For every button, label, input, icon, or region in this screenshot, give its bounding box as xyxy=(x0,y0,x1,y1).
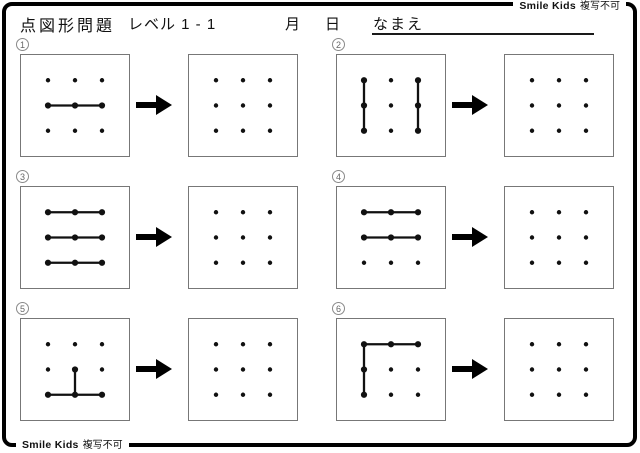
day-label: 日 xyxy=(325,16,341,33)
problem-number: 4 xyxy=(332,170,345,183)
answer-grid xyxy=(504,54,614,157)
arrow-icon xyxy=(452,359,488,379)
problem: 5 xyxy=(16,302,300,421)
arrow-icon xyxy=(136,95,172,115)
problem: 3 xyxy=(16,170,300,289)
question-grid xyxy=(336,186,446,289)
level-label: レベル 1 - 1 xyxy=(128,16,217,33)
copy-prohibited-notice: 複写不可 xyxy=(580,1,620,12)
name-label: なまえ xyxy=(373,16,425,33)
answer-grid xyxy=(188,186,298,289)
brand-name: Smile Kids xyxy=(22,439,79,451)
problem: 4 xyxy=(332,170,616,289)
answer-grid xyxy=(504,318,614,421)
month-label: 月 xyxy=(285,16,301,33)
name-underline xyxy=(372,20,594,35)
question-grid xyxy=(336,54,446,157)
answer-grid xyxy=(188,54,298,157)
problem: 6 xyxy=(332,302,616,421)
question-grid xyxy=(336,318,446,421)
brand-top: Smile Kids 複写不可 xyxy=(513,0,626,13)
arrow-icon xyxy=(136,227,172,247)
arrow-icon xyxy=(136,359,172,379)
answer-grid xyxy=(504,186,614,289)
answer-grid xyxy=(188,318,298,421)
arrow-icon xyxy=(452,227,488,247)
problem: 2 xyxy=(332,38,616,157)
copy-prohibited-notice: 複写不可 xyxy=(82,440,123,451)
question-grid xyxy=(20,318,130,421)
problem-number: 6 xyxy=(332,302,345,315)
page-border xyxy=(2,2,637,447)
arrow-icon xyxy=(452,95,488,115)
problem-number: 2 xyxy=(332,38,345,51)
question-grid xyxy=(20,186,130,289)
brand-name: Smile Kids xyxy=(519,0,576,12)
problem: 1 xyxy=(16,38,300,157)
question-grid xyxy=(20,54,130,157)
problem-number: 3 xyxy=(16,170,29,183)
problem-number: 1 xyxy=(16,38,29,51)
worksheet-title: 点図形問題 xyxy=(20,18,116,35)
problem-number: 5 xyxy=(16,302,29,315)
